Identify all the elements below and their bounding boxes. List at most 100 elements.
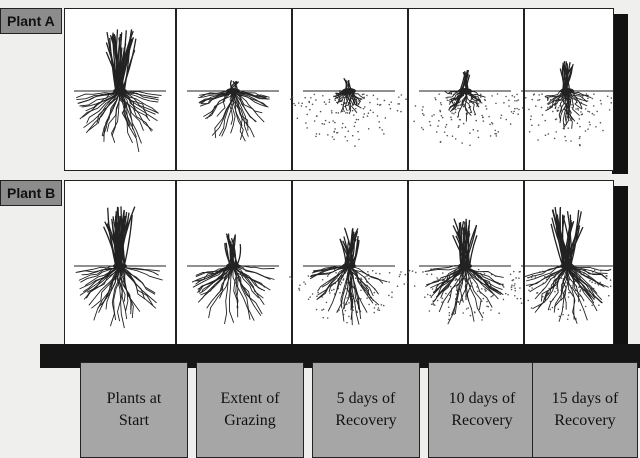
soil-dot	[587, 98, 589, 100]
soil-dot	[414, 285, 416, 287]
plant-crown	[560, 88, 574, 94]
soil-dot	[334, 128, 336, 130]
soil-dot	[308, 275, 310, 277]
soil-dot	[486, 301, 488, 303]
soil-dot	[397, 285, 399, 287]
soil-dot	[437, 279, 439, 281]
soil-dot	[514, 295, 516, 297]
soil-dot	[312, 104, 314, 106]
soil-dot	[510, 123, 512, 125]
soil-dot	[423, 114, 425, 116]
soil-dot	[593, 93, 595, 95]
soil-dot	[538, 124, 540, 126]
soil-dot	[531, 99, 533, 101]
soil-dot	[405, 98, 407, 100]
soil-dot	[481, 319, 483, 321]
soil-dot	[461, 142, 463, 144]
soil-dot	[435, 99, 437, 101]
soil-dot	[503, 286, 505, 288]
soil-dot	[436, 277, 438, 279]
plant-b-panel	[64, 180, 614, 360]
soil-dot	[595, 126, 597, 128]
soil-dot	[305, 122, 307, 124]
plant-crown	[226, 263, 240, 269]
soil-dot	[355, 277, 357, 279]
soil-dot	[449, 312, 451, 314]
soil-dot	[448, 306, 450, 308]
soil-dot	[345, 126, 347, 128]
plant-crown	[113, 88, 127, 94]
soil-dot	[513, 271, 515, 273]
soil-dot	[556, 287, 558, 289]
soil-dot	[438, 93, 440, 95]
soil-dot	[522, 107, 524, 109]
soil-dot	[558, 308, 560, 310]
soil-dot	[409, 270, 411, 272]
soil-dot	[480, 94, 482, 96]
soil-dot	[437, 300, 439, 302]
soil-dot	[388, 104, 390, 106]
soil-dot	[485, 105, 487, 107]
soil-dot	[299, 289, 301, 291]
soil-dot	[482, 298, 484, 300]
soil-dot	[458, 105, 460, 107]
soil-dot	[352, 135, 354, 137]
soil-dot	[458, 125, 460, 127]
soil-dot	[298, 288, 300, 290]
soil-dot	[598, 304, 600, 306]
soil-dot	[440, 102, 442, 104]
soil-dot	[323, 123, 325, 125]
soil-dot	[498, 312, 500, 314]
soil-dot	[511, 95, 513, 97]
soil-dot	[364, 106, 366, 108]
soil-dot	[516, 94, 518, 96]
soil-dot	[358, 139, 360, 141]
soil-dot	[341, 282, 343, 284]
soil-dot	[511, 286, 513, 288]
soil-dot	[333, 139, 335, 141]
soil-dot	[440, 141, 442, 143]
soil-dot	[385, 117, 387, 119]
soil-dot	[441, 115, 443, 117]
soil-dot	[331, 112, 333, 114]
soil-dot	[507, 294, 509, 296]
soil-dot	[332, 120, 334, 122]
soil-dot	[345, 310, 347, 312]
soil-dot	[429, 310, 431, 312]
soil-dot	[391, 292, 393, 294]
soil-dot	[505, 293, 507, 295]
soil-dot	[390, 108, 392, 110]
soil-dot	[450, 286, 452, 288]
stage-label-text: 10 days of Recovery	[449, 388, 516, 432]
soil-dot	[531, 125, 533, 127]
soil-dot	[368, 128, 370, 130]
soil-dot	[608, 295, 610, 297]
soil-dot	[466, 308, 468, 310]
soil-dot	[421, 127, 423, 129]
stage-label-grazing: Extent of Grazing	[196, 362, 304, 458]
soil-dot	[432, 288, 434, 290]
soil-dot	[378, 307, 380, 309]
plant-crown	[342, 263, 356, 269]
soil-dot	[375, 304, 377, 306]
soil-dot	[528, 109, 530, 111]
soil-dot	[455, 112, 457, 114]
soil-dot	[511, 111, 513, 113]
soil-dot	[536, 292, 538, 294]
soil-dot	[579, 291, 581, 293]
soil-dot	[327, 134, 329, 136]
soil-dot	[514, 287, 516, 289]
soil-dot	[494, 130, 496, 132]
soil-dot	[495, 103, 497, 105]
soil-dot	[579, 136, 581, 138]
soil-dot	[356, 312, 358, 314]
soil-dot	[348, 316, 350, 318]
soil-dot	[549, 309, 551, 311]
soil-dot	[424, 296, 426, 298]
soil-dot	[323, 308, 325, 310]
soil-dot	[488, 116, 490, 118]
soil-dot	[438, 120, 440, 122]
soil-dot	[325, 103, 327, 105]
plant-crown	[226, 88, 240, 94]
soil-dot	[477, 290, 479, 292]
